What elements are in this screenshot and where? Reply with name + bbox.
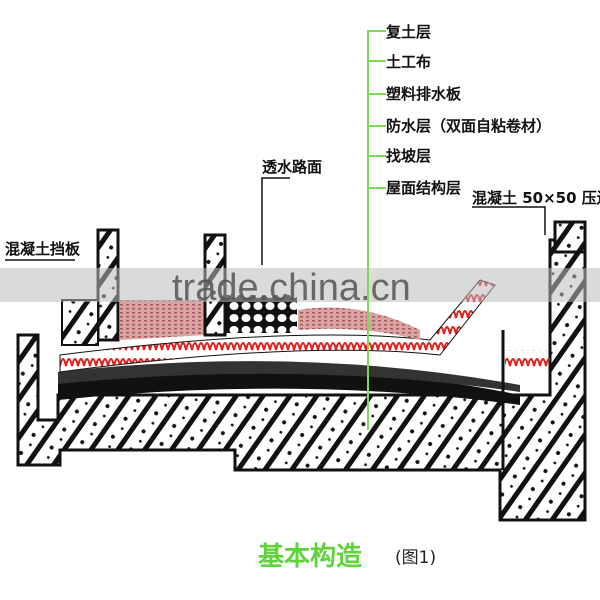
label-concrete-baffle: 混凝土挡板 [5, 240, 81, 258]
roof-structure-slab [16, 238, 587, 522]
leader-ticks [368, 30, 386, 189]
label-slope-layer: 找坡层 [386, 147, 431, 165]
concrete-baffle-wall [61, 299, 99, 346]
label-cover-soil: 复土层 [385, 23, 431, 41]
concrete-edge-right [553, 220, 587, 254]
caption-figure: (图1) [395, 548, 436, 568]
soil-layer-mid [298, 307, 420, 340]
watermark: trade.china.cn [172, 267, 411, 309]
waterproof-layer [58, 361, 520, 392]
label-concrete-edge: 混凝土 50×50 压边 [472, 189, 600, 207]
label-drainage-board: 塑料排水板 [386, 85, 462, 103]
label-geotextile: 土工布 [386, 53, 431, 71]
soil-layer [120, 300, 205, 340]
label-permeable-pavement: 透水路面 [262, 158, 322, 176]
caption-title: 基本构造 [258, 542, 362, 572]
drainage-board-right [505, 350, 550, 372]
label-roof-structure: 屋面结构层 [386, 179, 461, 197]
label-waterproof-layer: 防水层（双面自粘卷材） [386, 117, 551, 135]
